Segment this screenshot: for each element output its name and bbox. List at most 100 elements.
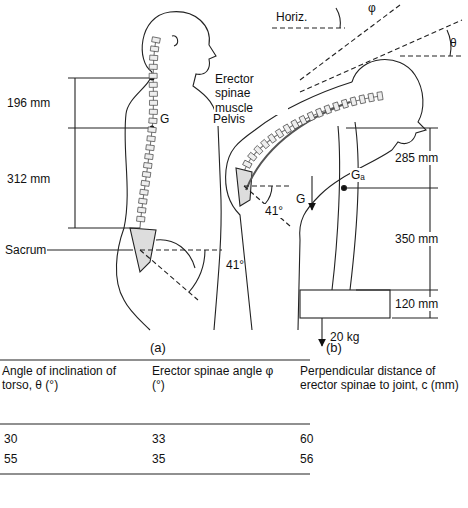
horizontal-reference: [244, 185, 290, 186]
vertebra: [145, 154, 154, 160]
pelvis-a: [156, 240, 195, 268]
vertebra: [143, 162, 152, 168]
panel-label: (a): [150, 340, 166, 356]
table-header: Perpendicular distance of erector spinae…: [300, 364, 460, 393]
dimension-line: [74, 78, 75, 228]
weight-box: [300, 290, 390, 318]
table-cell: 55: [4, 452, 17, 466]
vertebra: [359, 95, 366, 104]
sacrum-b: [236, 168, 252, 206]
table-rule: [0, 473, 310, 474]
vertebra: [146, 145, 155, 151]
vertebra: [149, 82, 157, 87]
vertebra: [368, 93, 374, 102]
vertebra: [307, 112, 315, 121]
table-cell: 35: [152, 452, 165, 466]
vertebra: [150, 55, 158, 61]
vertebra: [150, 46, 159, 52]
vertebra: [261, 139, 270, 148]
vertebra: [149, 118, 157, 124]
dimension: 285 mm: [394, 151, 439, 165]
vertebra: [152, 37, 161, 43]
vertebra: [324, 105, 331, 114]
dimension-tick: [68, 127, 152, 128]
vertebra: [333, 102, 340, 111]
mass-point: [342, 186, 347, 191]
theta-line: [300, 20, 462, 92]
angle: 41°: [264, 204, 284, 218]
dimension-tick: [68, 77, 152, 78]
back-outline: [116, 72, 152, 330]
vertebra: [299, 115, 307, 124]
leader-line: [45, 249, 133, 250]
panel-label: (b): [326, 340, 342, 356]
vertebra: [139, 198, 148, 204]
vertebra: [341, 99, 348, 108]
dimension: 350 mm: [394, 232, 439, 246]
part-name: Pelvis: [212, 112, 246, 126]
load-arrow: [321, 318, 322, 346]
vertebra: [141, 180, 150, 186]
vertebra: [149, 91, 157, 96]
table-rule: [0, 359, 310, 360]
sacrum-axis: [140, 250, 198, 300]
angle-symbol: θ: [450, 36, 457, 50]
dimension-tick: [346, 127, 438, 128]
vertebra: [149, 109, 157, 114]
angle-arc: [189, 250, 205, 292]
dimension-tick: [346, 187, 438, 188]
vertebra: [377, 92, 383, 101]
table-cell: 60: [300, 432, 313, 446]
dimension: 120 mm: [394, 297, 439, 311]
dimension: 312 mm: [6, 172, 51, 186]
dimension-tick: [68, 227, 140, 228]
vertebra: [316, 108, 324, 117]
body-outline: [142, 12, 221, 330]
dimension-tick: [392, 317, 438, 318]
horizontal-reference: [272, 27, 345, 28]
vertebra: [149, 100, 157, 105]
part-name: Erector spinae muscle: [214, 72, 288, 115]
vertebra: [142, 171, 151, 177]
angle-arc: [265, 186, 272, 204]
table-header: Angle of inclination of torso, θ (°): [2, 364, 142, 393]
head-b: [352, 60, 426, 150]
angle: 41°: [226, 258, 244, 272]
vertebra: [243, 160, 252, 168]
mass-center: Gₐ: [350, 168, 366, 182]
table-cell: 30: [4, 432, 17, 446]
vertebra: [291, 120, 299, 129]
vertebra: [283, 124, 291, 133]
vertebra: [149, 64, 157, 69]
horizontal-reference: [400, 55, 462, 56]
dimension: 196 mm: [6, 96, 51, 110]
erector-spinae: [246, 102, 350, 190]
reference-label: Horiz.: [276, 10, 307, 24]
vertebra: [275, 129, 284, 138]
weight-arrow: [311, 176, 312, 210]
mass-center: G: [296, 192, 305, 206]
vertebra: [268, 134, 277, 143]
vertebra: [149, 73, 157, 78]
vertebra: [254, 145, 263, 154]
table-header: Erector spinae angle φ (°): [152, 364, 282, 393]
sacrum-axis: [244, 186, 290, 226]
table-cell: 56: [300, 452, 313, 466]
part-name: Sacrum: [4, 243, 47, 257]
ear: [172, 36, 178, 46]
angle-symbol: φ: [368, 1, 376, 15]
vertebra: [147, 136, 156, 142]
angle-arc: [336, 8, 340, 28]
vertebra: [148, 127, 156, 133]
vertebra: [137, 207, 146, 213]
table-cell: 33: [152, 432, 165, 446]
horizontal-reference: [140, 249, 222, 250]
table-rule: [0, 423, 310, 424]
phi-line: [300, 5, 400, 80]
vertebra: [248, 152, 257, 161]
vertebra: [140, 189, 149, 195]
arm: [332, 122, 358, 290]
vertebra: [350, 97, 357, 106]
mass-center: G: [160, 112, 169, 126]
front-outline-b: [298, 150, 392, 330]
